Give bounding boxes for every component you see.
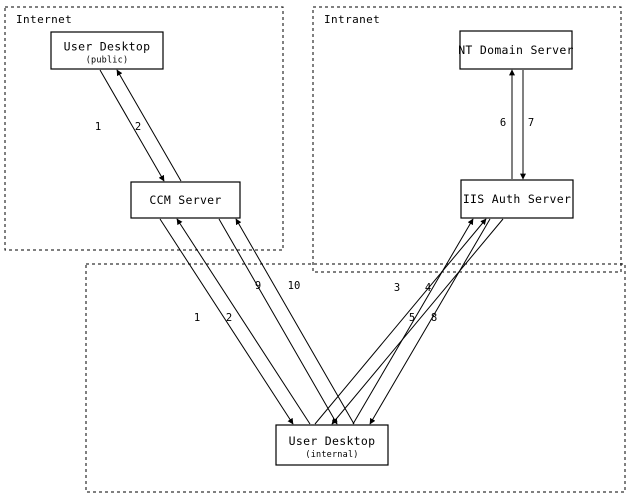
node-iis-auth-server: IIS Auth Server <box>460 179 574 219</box>
step-label-flow-4: 4 <box>425 282 431 294</box>
node-box-ccm-server <box>130 181 241 219</box>
node-title-nt-domain-server: NT Domain Server <box>458 43 574 57</box>
node-subtitle-user-desktop-internal: (internal) <box>305 450 358 460</box>
node-box-iis-auth-server <box>460 179 574 219</box>
zone-label-internet: Internet <box>16 13 72 26</box>
step-label-flow-5: 5 <box>409 312 415 324</box>
node-box-nt-domain-server <box>459 30 573 70</box>
step-label-flow-3: 3 <box>394 282 400 294</box>
flow-arrow-flow-10 <box>235 218 355 425</box>
step-label-flow-10: 10 <box>288 280 301 292</box>
step-label-flow-1-public: 1 <box>95 121 101 133</box>
step-label-flow-1-internal: 1 <box>194 312 200 324</box>
flow-arrow-flow-8 <box>331 218 504 425</box>
flow-arrow-flow-5 <box>314 218 487 425</box>
node-title-iis-auth-server: IIS Auth Server <box>463 192 571 206</box>
zone-label-intranet: Intranet <box>324 13 380 26</box>
diagram-nodes: User Desktop (public) NT Domain ServerCCM … <box>50 30 574 466</box>
flow-arrow-flow-1-internal <box>159 218 294 425</box>
node-subtitle-user-desktop-public: (public) <box>86 56 129 66</box>
step-label-flow-6: 6 <box>500 117 506 129</box>
step-label-flow-7: 7 <box>528 117 534 129</box>
node-user-desktop-internal: User Desktop (internal) <box>275 424 389 466</box>
node-user-desktop-public: User Desktop (public) <box>50 31 164 70</box>
node-title-user-desktop-public: User Desktop <box>64 40 151 54</box>
flow-arrow-flow-3 <box>352 218 474 425</box>
step-label-flow-9: 9 <box>255 280 261 292</box>
node-box-user-desktop-public <box>50 31 164 70</box>
node-title-ccm-server: CCM Server <box>149 193 221 207</box>
flow-arrow-flow-2-public <box>116 69 182 182</box>
zone-boundaries: Internet Intranet <box>4 6 626 493</box>
flow-arrow-flow-2-internal <box>176 218 311 425</box>
node-title-user-desktop-internal: User Desktop <box>289 434 376 448</box>
step-label-flow-8: 8 <box>431 312 437 324</box>
step-label-flow-2-internal: 2 <box>226 312 232 324</box>
flow-step-labels: 1 2 6 7 1 2 9 10 3 4 5 8 <box>95 117 534 324</box>
step-label-flow-2-public: 2 <box>135 121 141 133</box>
node-box-user-desktop-internal <box>275 424 389 466</box>
flow-arrows <box>99 69 526 425</box>
node-ccm-server: CCM Server <box>130 181 241 219</box>
zone-boundary-intranet <box>312 6 622 273</box>
node-nt-domain-server: NT Domain Server <box>458 30 574 70</box>
flow-arrow-flow-1-public <box>99 69 165 182</box>
flow-arrow-flow-9 <box>218 218 338 425</box>
flow-arrow-flow-4 <box>369 218 491 425</box>
zone-boundary-internet <box>4 6 284 251</box>
